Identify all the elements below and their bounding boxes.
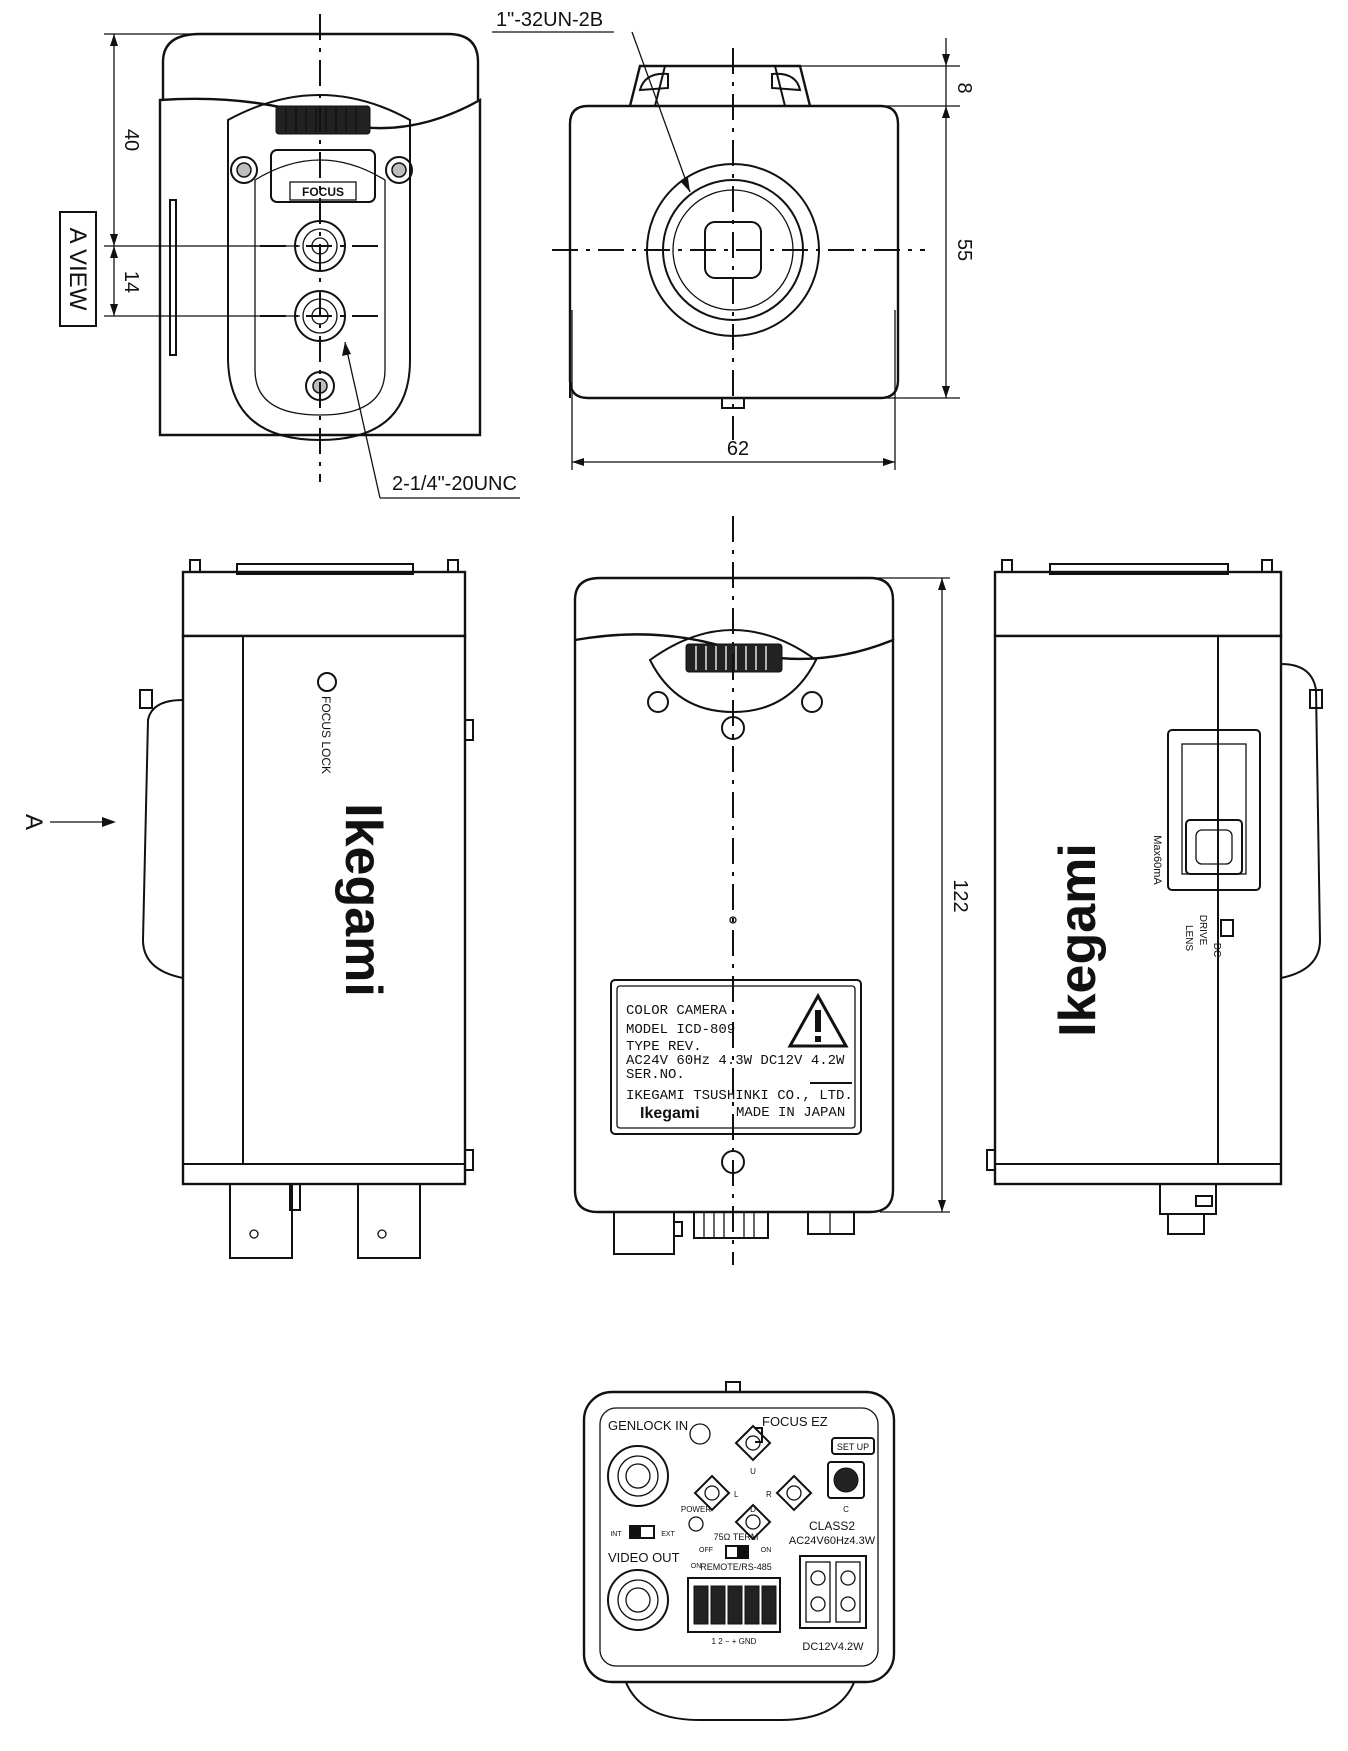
plate-line3: TYPE REV. [626,1039,702,1055]
btn-d: D [750,1505,756,1514]
dim-8: 8 [953,82,975,93]
term-on-label: ON [761,1547,772,1554]
btn-l: L [734,1490,739,1499]
center-view-drawing: COLOR CAMERA MODEL ICD-809 TYPE REV. AC2… [573,516,971,1265]
side-left-brand: Ikegami [334,803,392,997]
rear-panel-drawing: GENLOCK IN FOCUS EZ SET UP U L R D C POW… [582,1381,896,1721]
switch-left-label: INT [610,1531,622,1538]
plate-line5: SER.NO. [626,1067,685,1083]
plate-line1: COLOR CAMERA [626,1003,727,1019]
focus-label-top: FOCUS [302,185,344,199]
class2-label: CLASS2 [809,1519,855,1533]
term-off-label: OFF [699,1547,713,1554]
focus-up-button[interactable] [734,1424,772,1462]
a-view-drawing: FOCUS 40 14 A VIEW 2-1/4"-20UNC [59,14,520,499]
setup-label: SET UP [837,1442,869,1452]
dim-40: 40 [120,129,142,151]
term-label: 75Ω TERM [714,1532,759,1542]
arrow-a-label: A [20,814,47,830]
btn-c: C [843,1505,849,1514]
btn-u: U [750,1467,756,1476]
focus-right-button[interactable] [775,1474,813,1512]
term-switch[interactable] [725,1545,749,1559]
dim-55: 55 [953,239,975,261]
front-view-drawing: 8 55 62 1"-32UN-2B [492,9,975,470]
plate-brand: Ikegami [640,1105,700,1122]
ac-rating-label: AC24V60Hz4.3W [789,1535,876,1547]
pins-label: 1 2 − + GND [712,1637,757,1646]
focus-ez-label: FOCUS EZ [762,1414,828,1429]
plate-line7: MADE IN JAPAN [736,1105,845,1121]
dim-14: 14 [120,271,142,293]
switch-label-b: DC [1211,943,1222,957]
genlock-label: GENLOCK IN [608,1418,688,1433]
dim-62: 62 [727,438,749,460]
video-out-label: VIDEO OUT [608,1550,680,1565]
dc-rating-label: DC12V4.2W [802,1641,864,1653]
mount-thread-callout: 1"-32UN-2B [496,9,603,31]
switch-right-label: EXT [661,1531,675,1538]
left-side-view-drawing: FOCUS LOCK Ikegami A [20,559,474,1259]
remote-terminal-block[interactable] [687,1577,781,1633]
power-label: POWER [681,1505,711,1514]
port-label: Max60mA [1151,835,1163,885]
a-view-label: A VIEW [64,228,91,311]
power-terminal-block[interactable] [799,1555,867,1629]
setup-button[interactable] [827,1461,865,1499]
switch-label-a: DRIVE [1197,915,1208,946]
focus-down-button[interactable] [734,1503,772,1541]
dim-122: 122 [949,879,971,912]
on-label: ON [691,1563,702,1570]
focus-lock-label: FOCUS LOCK [319,696,333,774]
focus-left-button[interactable] [693,1474,731,1512]
side-right-brand: Ikegami [1049,843,1107,1037]
remote-label: REMOTE/RS-485 [700,1562,772,1572]
plate-line6: IKEGAMI TSUSHINKI CO., LTD. [626,1088,853,1104]
switch-label-c: LENS [1183,925,1194,951]
plate-line4: AC24V 60Hz 4.3W DC12V 4.2W [626,1053,845,1069]
tripod-thread-callout: 2-1/4"-20UNC [392,473,517,495]
btn-r: R [766,1490,772,1499]
plate-line2: MODEL ICD-809 [626,1022,735,1038]
right-side-view-drawing: Max60mA DRIVE DC LENS Ikegami [986,559,1323,1235]
